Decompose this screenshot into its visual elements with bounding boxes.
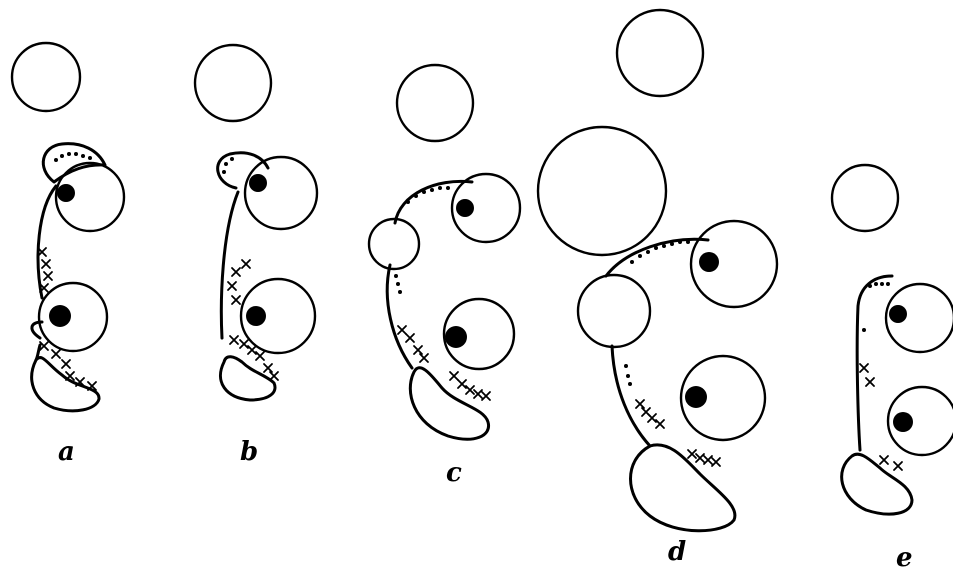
tail-shape-d (629, 443, 737, 533)
panel-a: a (10, 41, 126, 467)
lower-dot-c (445, 326, 467, 348)
panel-label-e: e (896, 543, 913, 567)
panel-label-a: a (58, 437, 75, 467)
lower-circle-c (442, 297, 516, 371)
lower-circle-e (886, 385, 953, 457)
small-loop-a (30, 320, 44, 340)
curved-body-c (393, 179, 474, 225)
large-circle-d (536, 125, 668, 257)
upper-circle-e (884, 282, 953, 354)
panel-e: e (830, 163, 953, 567)
dots-d (624, 240, 690, 386)
upper-circle-c (450, 172, 522, 244)
upper-circle-b (243, 155, 319, 231)
lower-dot-d (685, 386, 707, 408)
panel-d: d (536, 8, 779, 567)
panel-label-c: c (446, 458, 462, 488)
crosses-c (397, 325, 491, 401)
upper-circle-a (54, 161, 126, 233)
free-circle-c (395, 63, 475, 143)
tail-shape-e (840, 452, 914, 516)
panel-label-d: d (668, 537, 686, 567)
tail-shape-c (408, 366, 490, 441)
curved-body-e (855, 274, 894, 452)
upper-dot-a (57, 184, 75, 202)
tail-shape-a (30, 356, 101, 413)
curved-body-a (36, 184, 58, 300)
lower-circle-b (239, 277, 317, 355)
free-circle-b (193, 43, 273, 123)
free-circle-top-d (615, 8, 705, 98)
dots-e (862, 282, 890, 332)
panel-c: c (367, 63, 522, 488)
curved-body-d (604, 237, 710, 278)
upper-dot-d (699, 252, 719, 272)
lower-circle-a (37, 281, 109, 353)
dots-a (54, 152, 92, 162)
lower-dot-e (893, 412, 913, 432)
free-circle-e (830, 163, 900, 233)
small-circle-c (367, 217, 421, 271)
upper-dot-c (456, 199, 474, 217)
tail-shape-b (218, 355, 277, 402)
lower-circle-d (679, 354, 767, 442)
cap-shape-b (216, 151, 270, 190)
panel-label-b: b (240, 437, 258, 467)
upper-dot-e (889, 305, 907, 323)
curved-body-lower-d (610, 344, 652, 448)
crosses-a (37, 247, 97, 391)
curved-body-b (219, 190, 240, 340)
upper-circle-d (689, 219, 779, 309)
curved-body-lower-c (385, 263, 414, 370)
dots-c (394, 186, 450, 294)
panel-b: b (193, 43, 319, 467)
body-tail-connector-a (34, 343, 42, 362)
crosses-e (859, 363, 903, 471)
crosses-d (635, 399, 721, 467)
lower-dot-b (246, 306, 266, 326)
cap-shape-a (41, 142, 107, 184)
crosses-b (227, 259, 279, 381)
mid-circle-d (576, 273, 652, 349)
free-circle-a (10, 41, 82, 113)
lower-dot-a (49, 305, 71, 327)
upper-dot-b (249, 174, 267, 192)
dots-b (222, 157, 234, 174)
